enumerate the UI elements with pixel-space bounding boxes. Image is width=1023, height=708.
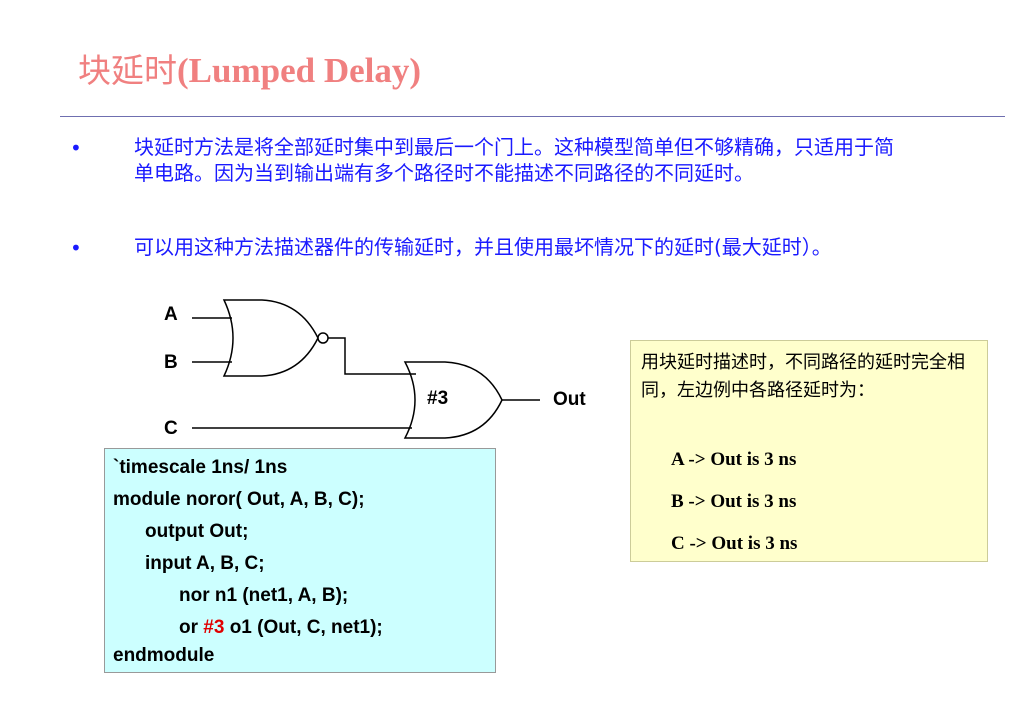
- delay-c: C -> Out is 3 ns: [671, 533, 798, 554]
- label-out: Out: [553, 389, 586, 410]
- code-line-nor: nor n1 (net1, A, B);: [179, 585, 349, 606]
- slide-title: 块延时(Lumped Delay): [78, 44, 421, 92]
- label-b: B: [164, 352, 178, 373]
- code-line-endmodule: endmodule: [113, 645, 215, 666]
- bullet-text-1: 块延时方法是将全部延时集中到最后一个门上。这种模型简单但不够精确，只适用于简单电…: [134, 135, 894, 185]
- code-or-delay: #3: [203, 617, 225, 638]
- title-divider: [60, 116, 1005, 117]
- code-or-rest: o1 (Out, C, net1);: [224, 617, 383, 638]
- bullet-marker-2: •: [70, 236, 82, 260]
- code-line-input: input A, B, C;: [145, 553, 265, 574]
- note-box: 用块延时描述时，不同路径的延时完全相同，左边例中各路径延时为： A -> Out…: [630, 340, 988, 562]
- delay-a: A -> Out is 3 ns: [671, 449, 797, 470]
- note-text: 用块延时描述时，不同路径的延时完全相同，左边例中各路径延时为：: [641, 352, 965, 401]
- wire-net1: [328, 337, 416, 375]
- code-line-output: output Out;: [145, 521, 249, 542]
- code-or-keyword: or: [179, 617, 204, 638]
- title-latin: (Lumped Delay): [177, 51, 422, 90]
- bullet-text-2: 可以用这种方法描述器件的传输延时，并且使用最坏情况下的延时(最大延时）。: [134, 235, 832, 259]
- or-gate-body: [403, 361, 503, 439]
- label-c: C: [164, 418, 178, 439]
- label-a: A: [164, 304, 178, 325]
- nor-gate-bubble: [317, 332, 329, 344]
- gate-delay-label: #3: [427, 388, 448, 409]
- code-line-module: module noror( Out, A, B, C);: [113, 489, 365, 510]
- nor-gate-body: [222, 299, 319, 377]
- verilog-code-box: `timescale 1ns/ 1ns module noror( Out, A…: [104, 448, 496, 673]
- title-zh: 块延时: [78, 51, 177, 90]
- code-line-or: or #3 o1 (Out, C, net1);: [179, 617, 383, 639]
- code-line-timescale: `timescale 1ns/ 1ns: [113, 457, 288, 478]
- circuit-diagram: A B C #3 Out: [164, 299, 586, 439]
- bullet-marker-1: •: [70, 136, 82, 160]
- delay-b: B -> Out is 3 ns: [671, 491, 797, 512]
